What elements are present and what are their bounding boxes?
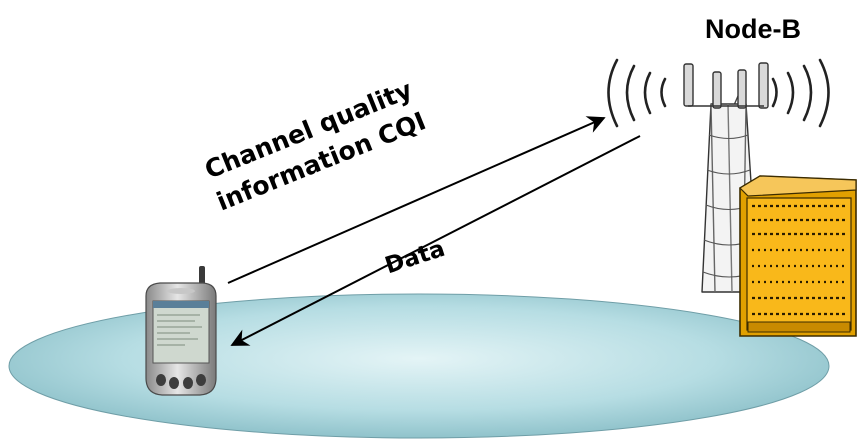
downlink-arrow bbox=[230, 135, 641, 346]
equipment-cabinet-icon bbox=[739, 175, 857, 337]
radio-waves-icon bbox=[607, 58, 830, 128]
coverage-area bbox=[8, 293, 830, 439]
pda-phone-icon bbox=[145, 266, 217, 396]
node-b-title: Node-B bbox=[705, 14, 801, 44]
uplink-arrow bbox=[227, 116, 606, 284]
